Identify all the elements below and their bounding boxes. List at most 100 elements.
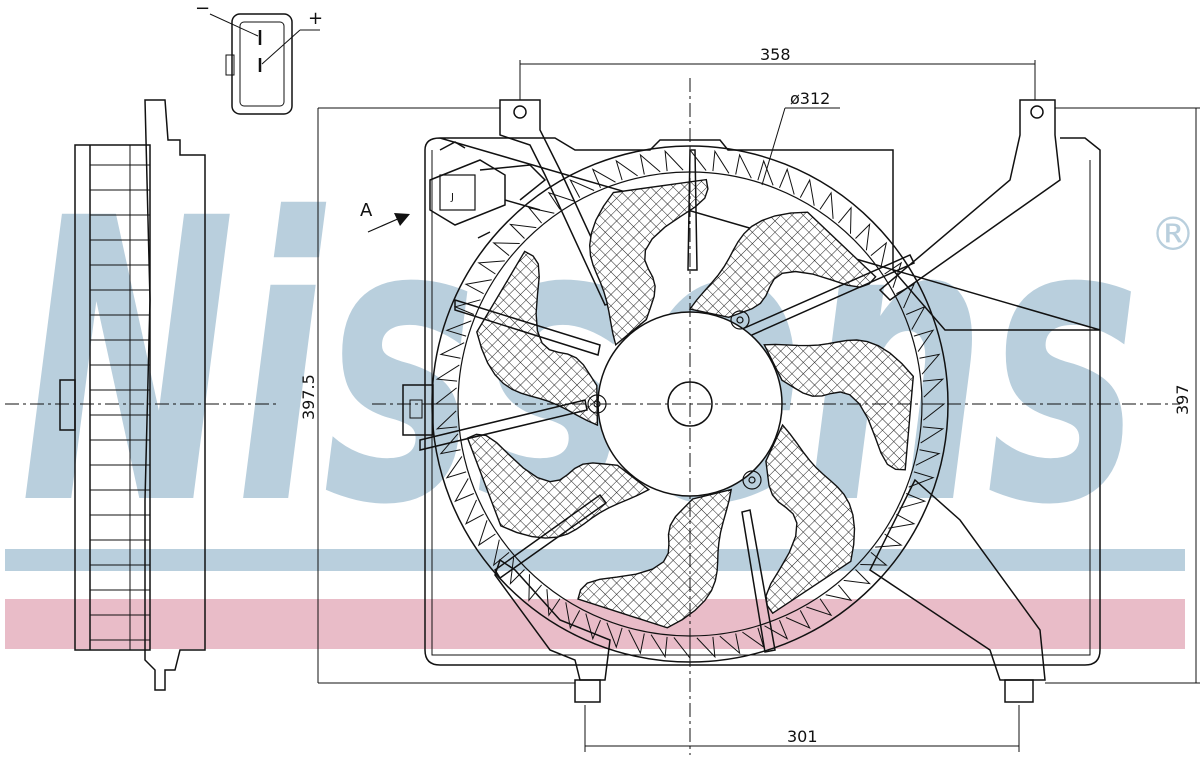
ring-tooth: [628, 629, 645, 655]
dimension-lines: [317, 60, 1200, 752]
ring-tooth: [509, 223, 537, 239]
ring-tooth: [779, 167, 795, 195]
fan-blade: [588, 178, 709, 347]
dimension-left-height: 397.5: [299, 374, 318, 420]
ring-tooth: [477, 260, 505, 275]
side-view: [5, 99, 280, 691]
ring-tooth: [492, 242, 520, 256]
top-right-mount-hole: [1030, 105, 1044, 119]
ring-tooth: [650, 634, 668, 659]
side-view-mount-tab: [59, 379, 76, 431]
ring-tooth: [569, 178, 595, 198]
ring-tooth: [855, 223, 871, 251]
watermark-band-pink: [5, 599, 1185, 649]
bottom-left-mount-peg: [574, 679, 601, 703]
ring-tooth: [454, 478, 474, 503]
watermark-registered-mark: ®: [1150, 207, 1196, 261]
ring-tooth: [884, 261, 903, 288]
ring-tooth: [899, 493, 927, 509]
ring-tooth: [712, 149, 730, 174]
stator-arms: [419, 149, 916, 653]
connector-detail: [209, 13, 320, 115]
dimension-fan-diameter: ø312: [790, 89, 830, 108]
fan-blade: [577, 488, 733, 629]
ring-tooth: [819, 191, 834, 219]
bottom-right-mount-peg: [1004, 679, 1034, 703]
ring-tooth: [757, 159, 774, 186]
ring-tooth: [696, 636, 716, 659]
ring-tooth: [785, 610, 811, 630]
ring-tooth: [435, 364, 460, 382]
ring-tooth: [439, 433, 461, 455]
ring-tooth: [565, 602, 581, 630]
shroud-frame: [424, 137, 1101, 666]
ring-tooth: [615, 159, 638, 181]
side-view-fins: [90, 164, 150, 641]
ring-tooth: [875, 533, 903, 548]
ring-tooth: [920, 426, 945, 444]
connector-plus-label: +: [308, 8, 323, 29]
ring-tooth: [585, 613, 601, 641]
ring-tooth: [477, 520, 496, 547]
ring-tooth: [445, 456, 467, 479]
ring-tooth: [896, 283, 916, 309]
dimension-bottom-width: 301: [787, 727, 818, 746]
ring-tooth: [825, 584, 853, 602]
ring-tooth: [806, 598, 833, 617]
top-right-mount-bracket: [878, 99, 1061, 301]
ring-tooth: [435, 410, 458, 430]
side-mount-tab: [402, 384, 434, 436]
ring-tooth: [888, 513, 916, 529]
ring-tooth: [546, 589, 561, 617]
ring-tooth: [913, 329, 935, 352]
ring-tooth: [445, 320, 472, 337]
fan-blades: [466, 178, 915, 629]
top-left-mount-hole: [513, 105, 527, 119]
ring-tooth: [919, 353, 941, 375]
watermark-band-blue: [5, 549, 1185, 571]
ring-tooth: [664, 149, 684, 172]
ring-tooth: [591, 168, 616, 188]
ring-tooth: [799, 178, 815, 206]
connector-housing: [231, 13, 293, 115]
wire-harness: [429, 159, 547, 226]
ring-tooth: [906, 305, 926, 330]
ring-tooth: [528, 574, 542, 602]
ring-tooth: [492, 539, 510, 567]
side-view-motor-body: [74, 144, 151, 651]
ring-tooth: [735, 153, 752, 179]
view-label-a: A: [360, 200, 373, 221]
fan-blade: [763, 339, 915, 471]
ring-tooth: [606, 622, 623, 649]
ring-tooth: [439, 342, 465, 359]
fan-ring-teeth: [434, 148, 946, 660]
ring-tooth: [464, 279, 492, 295]
ring-tooth: [908, 471, 935, 488]
view-arrow-a: [367, 213, 410, 233]
ring-tooth: [838, 206, 852, 234]
dimension-right-height: 397: [1173, 384, 1192, 415]
ring-tooth: [719, 633, 741, 655]
fan-blade: [688, 211, 877, 319]
ring-tooth: [870, 241, 888, 269]
connector-minus-label: −: [195, 0, 210, 19]
ring-tooth: [509, 557, 525, 585]
ring-tooth: [922, 378, 945, 398]
ring-tooth: [843, 569, 871, 585]
fan-blade: [765, 423, 856, 615]
ring-tooth: [547, 191, 574, 210]
ring-tooth: [527, 206, 555, 224]
bottom-right-mount-bracket: [869, 478, 1046, 681]
side-view-shroud-outline: [144, 99, 206, 691]
ring-tooth: [639, 153, 661, 175]
ring-tooth: [915, 449, 941, 466]
fan-blade: [476, 250, 599, 427]
svg-text:J: J: [450, 192, 454, 203]
ring-tooth: [464, 499, 484, 525]
harness-connector: [439, 174, 476, 211]
ring-tooth: [860, 552, 888, 566]
dimension-top-width: 358: [760, 45, 791, 64]
front-view: J: [372, 78, 1180, 755]
